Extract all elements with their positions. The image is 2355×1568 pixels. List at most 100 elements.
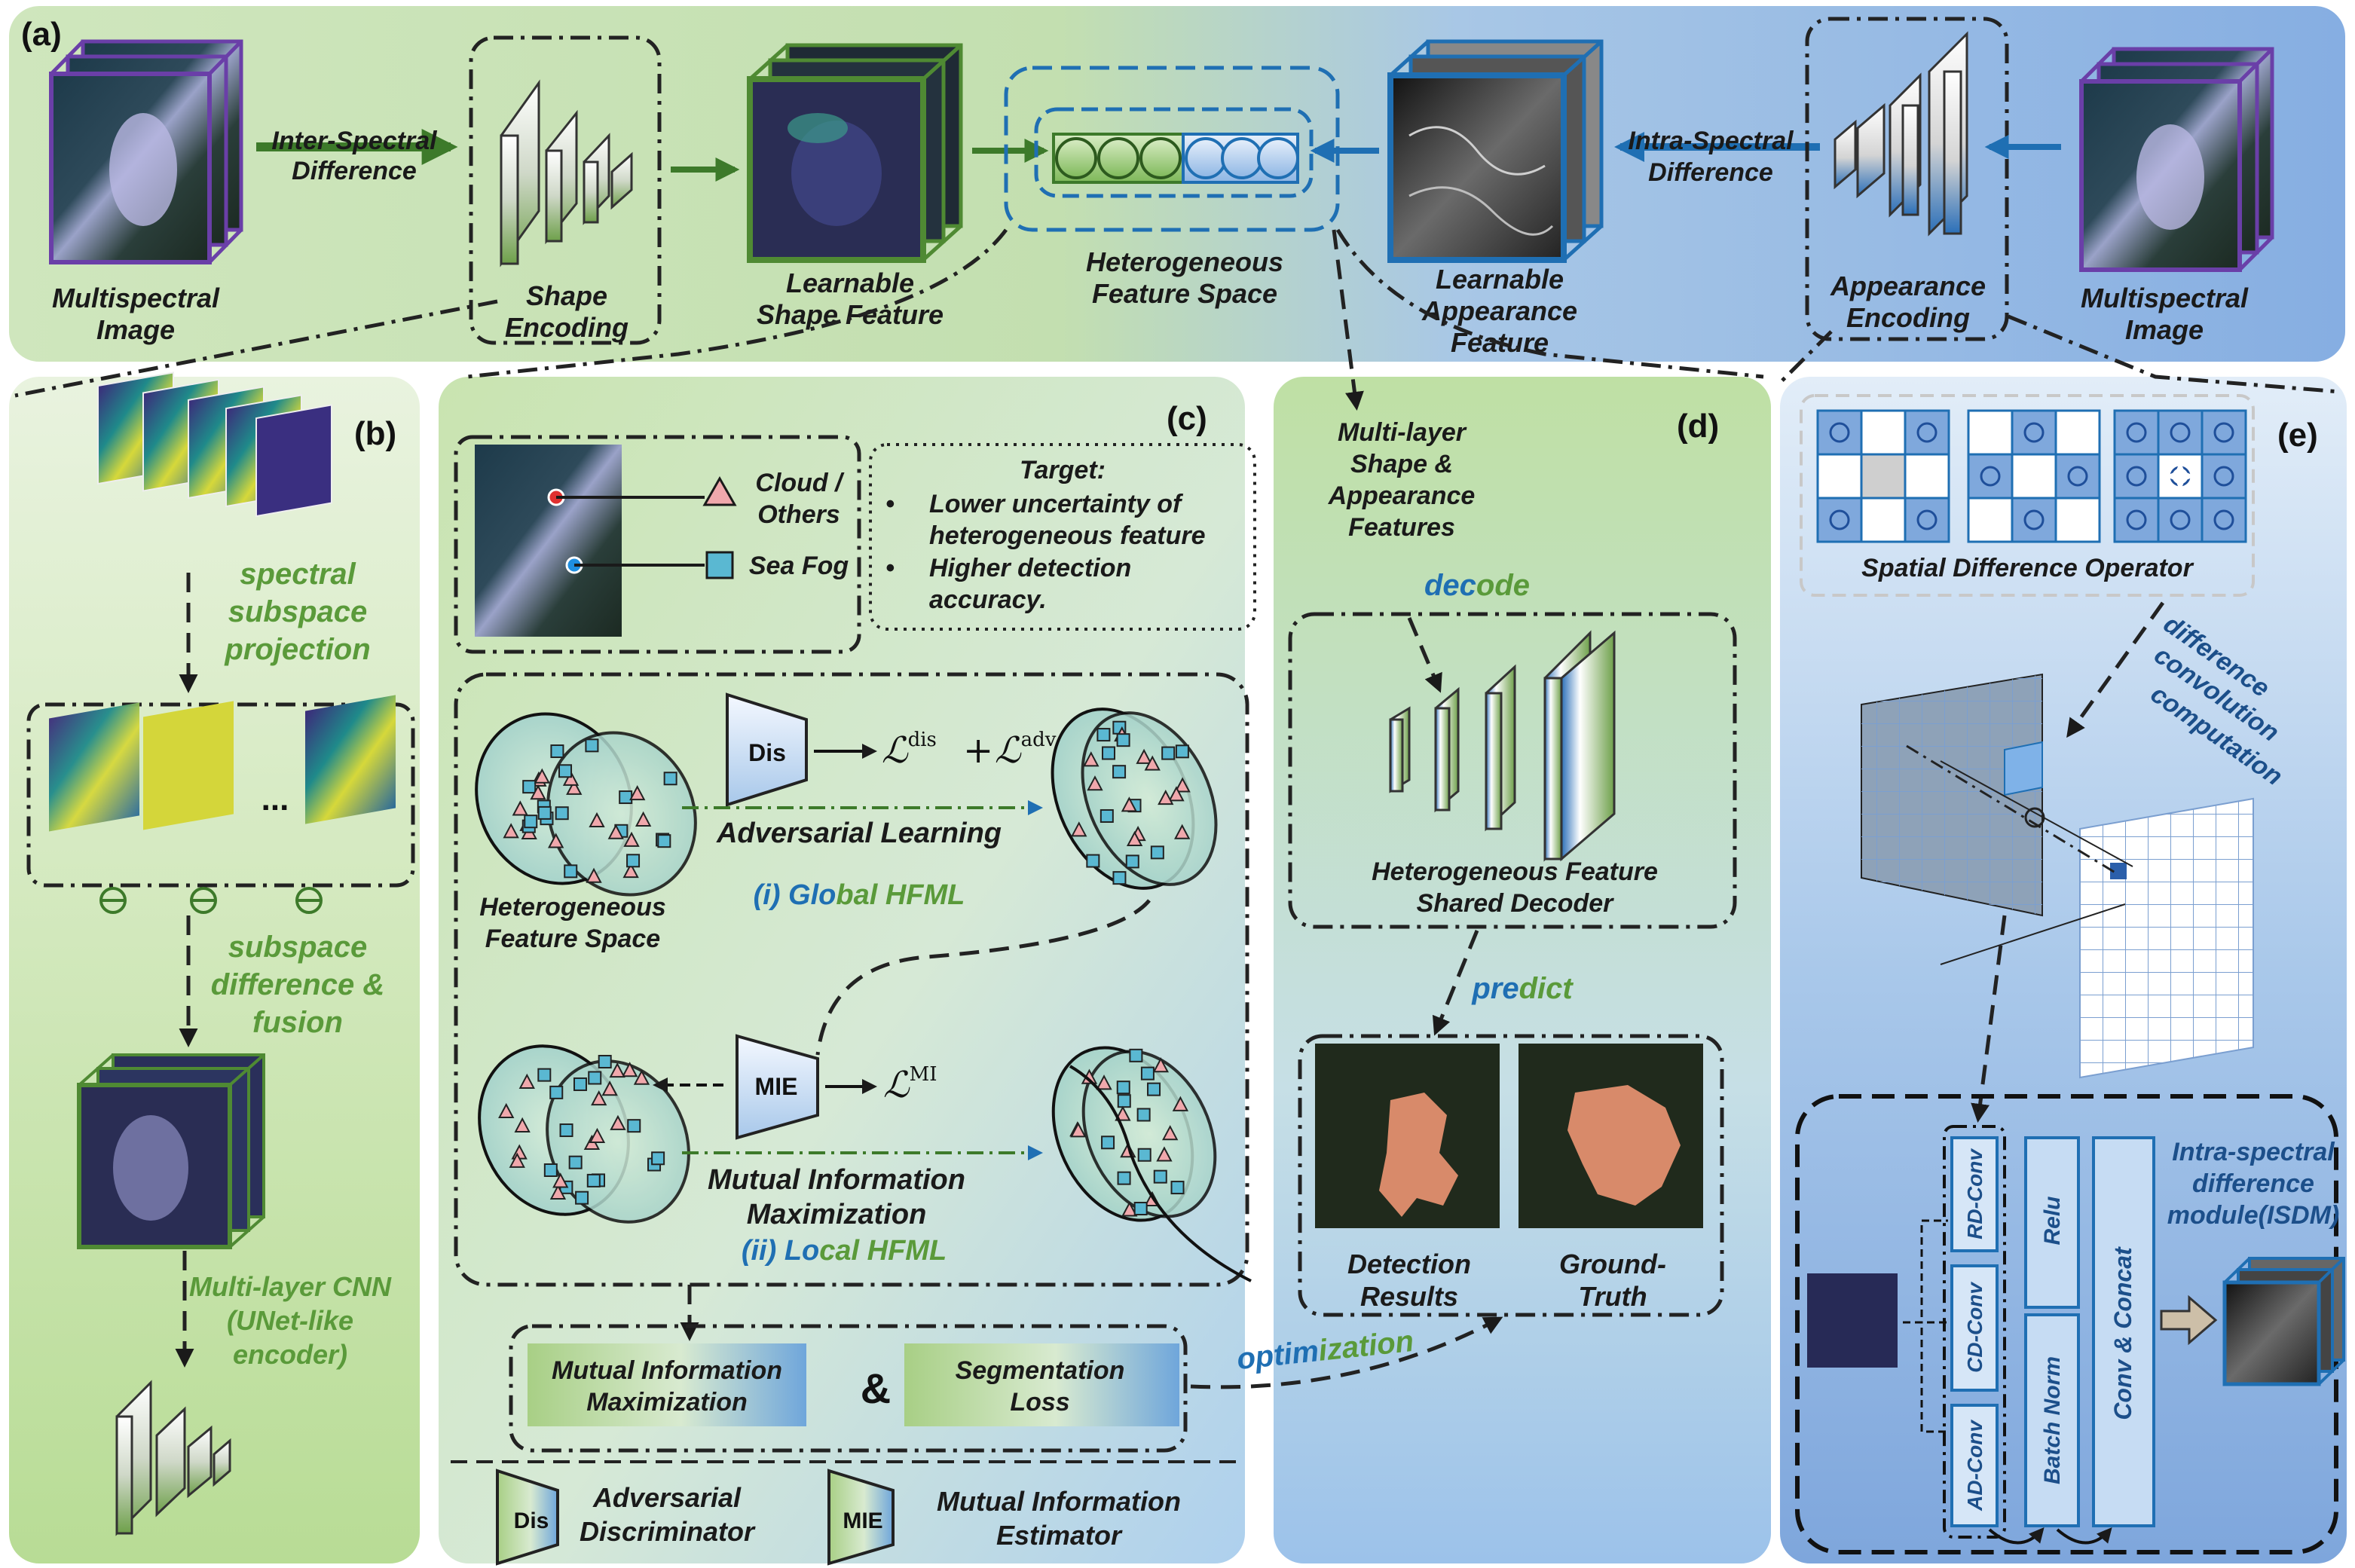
legend-mie-label-1: Mutual Information: [937, 1486, 1181, 1517]
fog-sample-marker: [568, 1155, 583, 1169]
sat-thumbnail: [475, 445, 622, 637]
loss-mi: ℒMI: [883, 1063, 937, 1106]
fog-sample-marker: [626, 854, 641, 868]
mixed-samples-global: [503, 738, 677, 883]
target-bullet-1: •: [885, 490, 895, 518]
cloud-sample-marker: [1158, 789, 1174, 805]
arrow-conv-to-isdm: [1971, 915, 2007, 1123]
cloud-sample-marker: [566, 779, 583, 795]
box-mim: [528, 1343, 806, 1426]
cloud-sample-marker: [1168, 786, 1185, 802]
learnable-shape-label-1: Learnable: [786, 267, 914, 298]
bn-block: [2024, 1313, 2080, 1527]
loss-adv: ℒadv: [995, 729, 1057, 772]
cloud-sample-marker: [1071, 821, 1087, 837]
panel-b-background: [9, 377, 420, 1563]
cloud-sample-marker: [610, 1114, 626, 1130]
fog-sample-marker: [1125, 854, 1139, 869]
fog-sample-marker: [1101, 1136, 1115, 1150]
hetero-space-c-label-1: Heterogeneous: [479, 893, 666, 922]
ms-right-label-1: Multispectral: [2081, 283, 2249, 313]
cloud-sample-marker: [552, 1172, 569, 1188]
sdo-cell: [2054, 453, 2101, 500]
cloud-sample-marker: [1070, 1122, 1087, 1138]
cloud-sample-marker: [1087, 775, 1103, 791]
global-hfml-label: (i) Global HFML: [754, 879, 965, 911]
box-seg-label-2: Loss: [1010, 1388, 1069, 1417]
sdo-cell: [2201, 497, 2247, 543]
cloud-sample-marker: [629, 785, 646, 801]
sdo-cell: [1816, 497, 1863, 543]
spectral-projection-1: spectral: [240, 558, 356, 591]
box-mim-label-1: Mutual Information: [552, 1356, 782, 1385]
cloud-sample-marker: [1121, 1201, 1138, 1217]
ms-left-label-2: Image: [96, 314, 175, 345]
fog-sample-marker: [1175, 744, 1189, 759]
fog-sample-marker: [573, 1077, 587, 1091]
inter-spectral-label-2: Difference: [292, 157, 417, 185]
sdo-diff-node: [2126, 466, 2147, 487]
cloud-sample-marker: [514, 1117, 531, 1132]
sdo-cell: [1860, 453, 1907, 500]
fog-sample-marker: [657, 834, 671, 848]
local-hfml-label: (ii) Local HFML: [742, 1235, 947, 1267]
legend-mie: MIE: [827, 1469, 895, 1566]
fog-sample-marker: [1102, 746, 1116, 760]
learnable-appearance-label-2: Appearance: [1421, 295, 1577, 326]
sdo-cell: [2113, 409, 2160, 456]
cloud-sample-marker: [591, 1090, 607, 1106]
subspace-fusion-2: difference &: [211, 968, 384, 1001]
isdm-input-image: [1807, 1273, 1898, 1368]
appearance-encoding-box: [1805, 17, 2009, 341]
cloud-sample-marker: [1172, 1096, 1189, 1111]
sdo-diff-node: [2213, 466, 2234, 487]
fog-sample-marker: [1100, 808, 1114, 823]
fog-sample-marker: [627, 1119, 641, 1133]
cloud-sample-marker: [509, 1152, 525, 1168]
target-item-2b: accuracy.: [929, 585, 1047, 614]
fog-sample-marker: [1147, 1082, 1161, 1096]
arrow-to-results: [1432, 930, 1479, 1036]
subtract-nodes: [99, 887, 323, 914]
legend-dis-label-2: Discriminator: [580, 1516, 756, 1547]
cloud-sample-marker: [1115, 1105, 1131, 1121]
amp-symbol: &: [861, 1365, 891, 1412]
isdm-input-connectors: [1903, 1219, 1948, 1433]
sdo-cell: [1904, 409, 1950, 456]
spectral-projection-2: subspace: [228, 595, 368, 628]
cloud-sample-marker: [1144, 755, 1161, 771]
sdo-cell: [2011, 497, 2057, 543]
isdm-label-2: difference: [2192, 1169, 2314, 1198]
sdo-diff-node: [2126, 422, 2147, 443]
fog-sample-marker: [1112, 871, 1127, 885]
cloud-sample-marker: [589, 1127, 606, 1143]
bottom-loop-2: [2056, 1527, 2112, 1545]
connector-shape-to-c: [466, 228, 1008, 379]
cloud-sample-marker: [1152, 1057, 1170, 1073]
fog-sample-marker: [1137, 1148, 1152, 1162]
fog-square-icon: [705, 551, 734, 579]
output-arrow-icon: [2160, 1294, 2218, 1346]
mie-label: MIE: [755, 1073, 798, 1100]
panel-a-label: (a): [21, 16, 62, 53]
cloud-triangle-icon: [702, 475, 737, 506]
aligned-samples-global: [1071, 720, 1191, 885]
fog-sample-marker: [1153, 1169, 1167, 1184]
cloud-sample-marker: [623, 831, 640, 847]
connector-appearance-to-d: [1335, 228, 1764, 379]
sdo-cell: [2113, 497, 2160, 543]
hetero-space-c-label-2: Feature Space: [485, 925, 660, 953]
fog-sample-marker: [588, 1071, 602, 1085]
sdo-cell: [2157, 409, 2204, 456]
legend-dis-label-1: Adversarial: [592, 1482, 742, 1513]
sdo-diff-node: [2023, 509, 2045, 530]
rd-conv-block: [1950, 1136, 1999, 1252]
legend-mie-label-2: Estimator: [996, 1520, 1123, 1551]
fog-sample-marker: [1096, 728, 1111, 742]
fog-sample-marker: [524, 815, 538, 829]
cloud-sample-marker: [1174, 824, 1191, 839]
legend-dis-symbol: Dis: [514, 1508, 549, 1533]
sdo-cell: [1860, 409, 1907, 456]
spectral-stack-top: [97, 371, 332, 518]
box-seg-label-1: Segmentation: [956, 1356, 1125, 1385]
